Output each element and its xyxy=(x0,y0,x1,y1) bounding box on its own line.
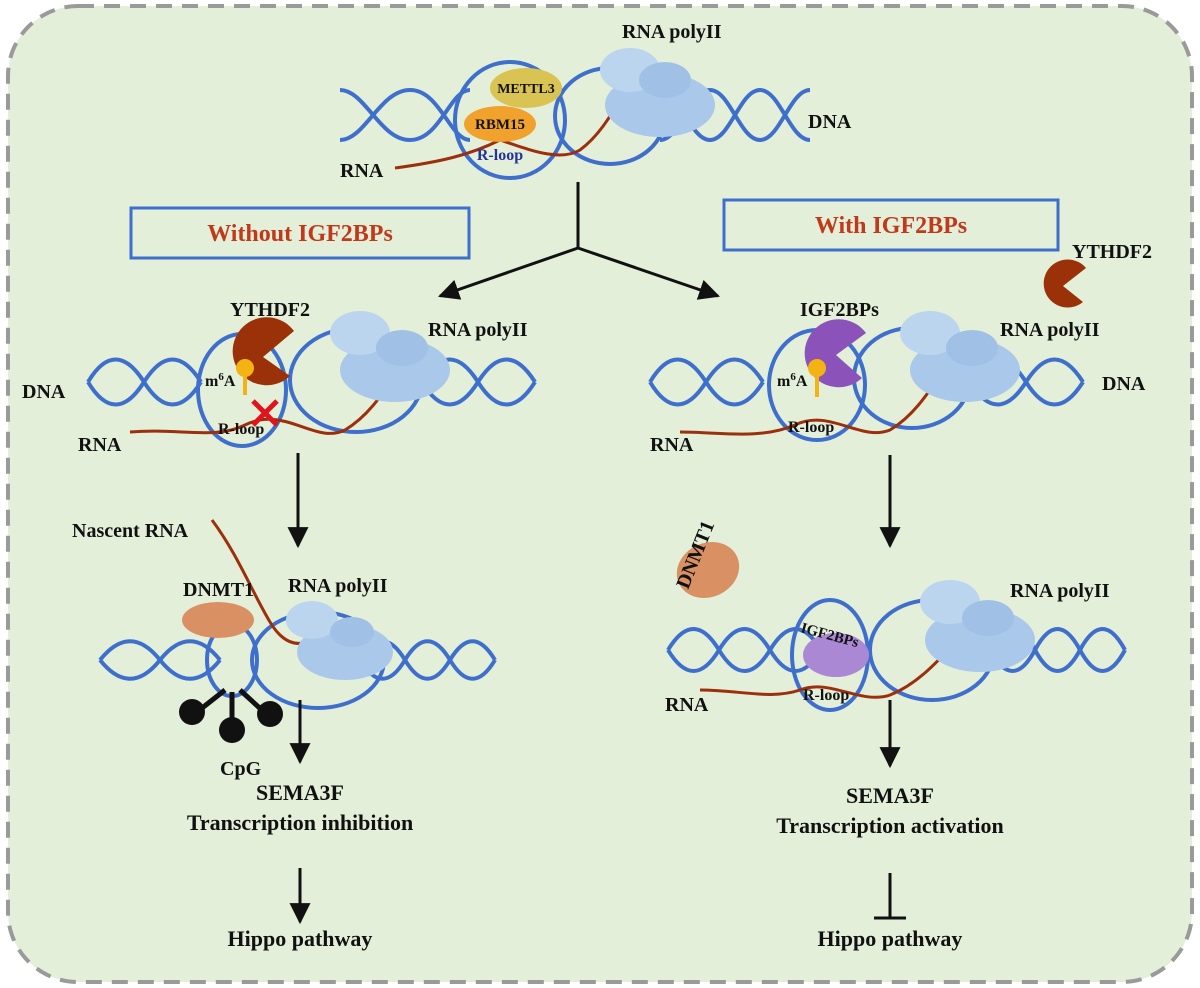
right-activation-complex: DNMT1 IGF2BPs RNA polyII RNA R-loop xyxy=(665,518,1127,716)
left-rna-strand xyxy=(129,367,402,435)
left-rna-polyii-label: RNA polyII xyxy=(428,319,528,341)
top-complex: RNA polyII METTL3 RBM15 R-loop DNA RNA xyxy=(339,21,852,182)
left-dna-helix xyxy=(86,326,537,448)
right-complex: YTHDF2 IGF2BPs RNA polyII DNA m6A R-loop… xyxy=(648,241,1152,456)
rbm15-protein xyxy=(464,106,536,142)
left-gene-label: SEMA3F xyxy=(256,780,344,805)
blocked-cross-icon xyxy=(251,399,279,427)
top-rna-polyii-label: RNA polyII xyxy=(622,21,722,43)
left-rna-label: RNA xyxy=(78,434,122,456)
right-rna-strand-2 xyxy=(699,641,957,699)
mettl3-label: METTL3 xyxy=(497,82,555,97)
right-r-loop-label: R-loop xyxy=(788,419,834,436)
left-r-loop-label: R-loop xyxy=(218,421,264,438)
left-dna-label: DNA xyxy=(22,381,66,403)
right-rna-polyii-label: RNA polyII xyxy=(1000,319,1100,341)
right-rna-polymerase-2 xyxy=(920,580,1035,672)
right-rna-label: RNA xyxy=(650,434,694,456)
with-igf2bps-title: With IGF2BPs xyxy=(815,213,967,239)
right-rna-strand xyxy=(679,367,947,436)
top-r-loop-label: R-loop xyxy=(477,147,523,164)
cpg-label: CpG xyxy=(220,758,262,780)
right-dna-label: DNA xyxy=(1102,373,1146,395)
with-igf2bps-box: With IGF2BPs xyxy=(722,198,1060,252)
right-rna-label-2: RNA xyxy=(665,694,709,716)
left-ythdf2-label: YTHDF2 xyxy=(230,299,310,321)
free-dnmt1-enzyme xyxy=(676,542,740,598)
left-complex: YTHDF2 RNA polyII DNA m6A R-loop RNA xyxy=(22,299,537,456)
free-ythdf2-protein xyxy=(1043,259,1086,308)
mettl3-enzyme xyxy=(490,68,562,108)
dnmt1-enzyme xyxy=(182,602,254,638)
right-m6a-label: m6A xyxy=(777,371,808,390)
right-igf2bps-label: IGF2BPs xyxy=(800,299,879,321)
panel-background xyxy=(6,4,1194,984)
left-rna-polymerase xyxy=(330,311,450,402)
cpg-methylation-sites xyxy=(179,688,283,743)
left-methylation-complex: Nascent RNA DNMT1 RNA polyII CpG xyxy=(72,519,497,780)
top-rna-strand xyxy=(394,87,627,170)
right-ythdf2-label: YTHDF2 xyxy=(1072,241,1152,263)
nascent-rna-label: Nascent RNA xyxy=(72,520,189,542)
m6a-modification xyxy=(236,359,254,395)
right-rna-polymerase xyxy=(900,311,1020,402)
top-rna-polymerase xyxy=(600,48,715,137)
right-r-loop-label-2: R-loop xyxy=(803,687,849,704)
left-pathway-label: Hippo pathway xyxy=(228,926,373,951)
right-rna-polyii-label-2: RNA polyII xyxy=(1010,580,1110,602)
left-rna-polymerase-2 xyxy=(286,601,393,680)
top-dna-label: DNA xyxy=(808,111,852,133)
left-effect-label: Transcription inhibition xyxy=(187,810,413,835)
top-rna-label: RNA xyxy=(340,160,384,182)
left-dnmt1-label: DNMT1 xyxy=(183,579,254,601)
nascent-rna-strand xyxy=(210,519,313,645)
right-gene-label: SEMA3F xyxy=(846,783,934,808)
without-igf2bps-title: Without IGF2BPs xyxy=(207,221,393,247)
right-m6a-modification xyxy=(808,359,826,397)
rbm15-label: RBM15 xyxy=(475,117,525,133)
without-igf2bps-box: Without IGF2BPs xyxy=(129,206,471,260)
inhibition-bar-arrow xyxy=(874,873,906,920)
left-m6a-label: m6A xyxy=(205,371,236,390)
branch-arrows xyxy=(438,182,720,300)
left-rna-polyii-label-2: RNA polyII xyxy=(288,575,388,597)
bound-igf2bps-protein xyxy=(803,633,869,677)
right-effect-label: Transcription activation xyxy=(776,813,1004,838)
right-pathway-label: Hippo pathway xyxy=(818,926,963,951)
